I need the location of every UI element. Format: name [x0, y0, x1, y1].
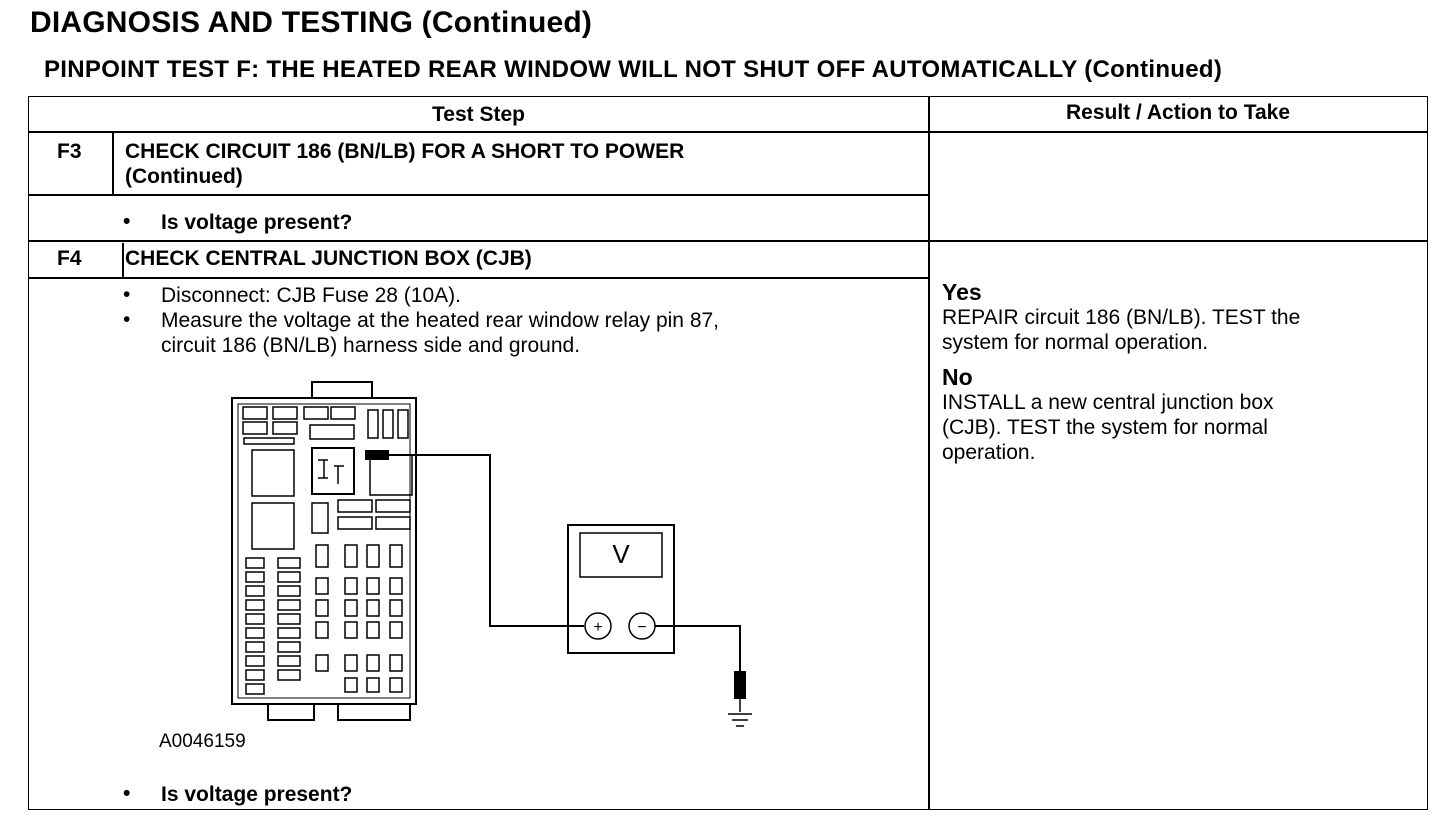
no-text-line1: INSTALL a new central junction box	[942, 391, 1274, 414]
f3-heading-separator	[29, 194, 928, 196]
yes-text-line2: system for normal operation.	[942, 331, 1209, 354]
bullet: •	[123, 308, 131, 331]
f3-question: Is voltage present?	[161, 211, 353, 234]
column-divider	[928, 97, 930, 809]
step-id-f4: F4	[57, 247, 82, 270]
no-text-line2: (CJB). TEST the system for normal	[942, 416, 1268, 439]
f3-heading-line2: (Continued)	[125, 165, 243, 188]
header-separator	[29, 131, 1427, 133]
pinpoint-test-table: Test Step Result / Action to Take F3 CHE…	[28, 96, 1428, 810]
f4-heading: CHECK CENTRAL JUNCTION BOX (CJB)	[125, 247, 532, 270]
step-id-divider-f3	[112, 132, 114, 194]
column-header-test-step: Test Step	[432, 103, 525, 126]
step-id-divider-f4	[122, 243, 124, 277]
f4-result: Yes REPAIR circuit 186 (BN/LB). TEST the…	[942, 280, 1422, 465]
f3-f4-separator	[29, 240, 1427, 242]
f3-heading-line1: CHECK CIRCUIT 186 (BN/LB) FOR A SHORT TO…	[125, 140, 685, 163]
page-title: DIAGNOSIS AND TESTING (Continued)	[30, 6, 593, 39]
bullet: •	[123, 210, 131, 233]
step-id-f3: F3	[57, 140, 82, 163]
no-text-line3: operation.	[942, 441, 1036, 464]
no-label: No	[942, 364, 973, 390]
bullet: •	[123, 283, 131, 306]
f4-step-1: Disconnect: CJB Fuse 28 (10A).	[161, 284, 461, 307]
yes-label: Yes	[942, 279, 982, 305]
f4-step-2-cont: circuit 186 (BN/LB) harness side and gro…	[161, 334, 581, 357]
f4-question: Is voltage present?	[161, 783, 353, 806]
figure-id: A0046159	[159, 731, 246, 752]
yes-text-line1: REPAIR circuit 186 (BN/LB). TEST the	[942, 306, 1301, 329]
f4-step-2: Measure the voltage at the heated rear w…	[161, 309, 720, 332]
column-header-result: Result / Action to Take	[1065, 101, 1291, 124]
bullet: •	[123, 782, 131, 805]
pinpoint-test-title: PINPOINT TEST F: THE HEATED REAR WINDOW …	[44, 56, 1223, 83]
f4-heading-separator	[29, 277, 928, 279]
